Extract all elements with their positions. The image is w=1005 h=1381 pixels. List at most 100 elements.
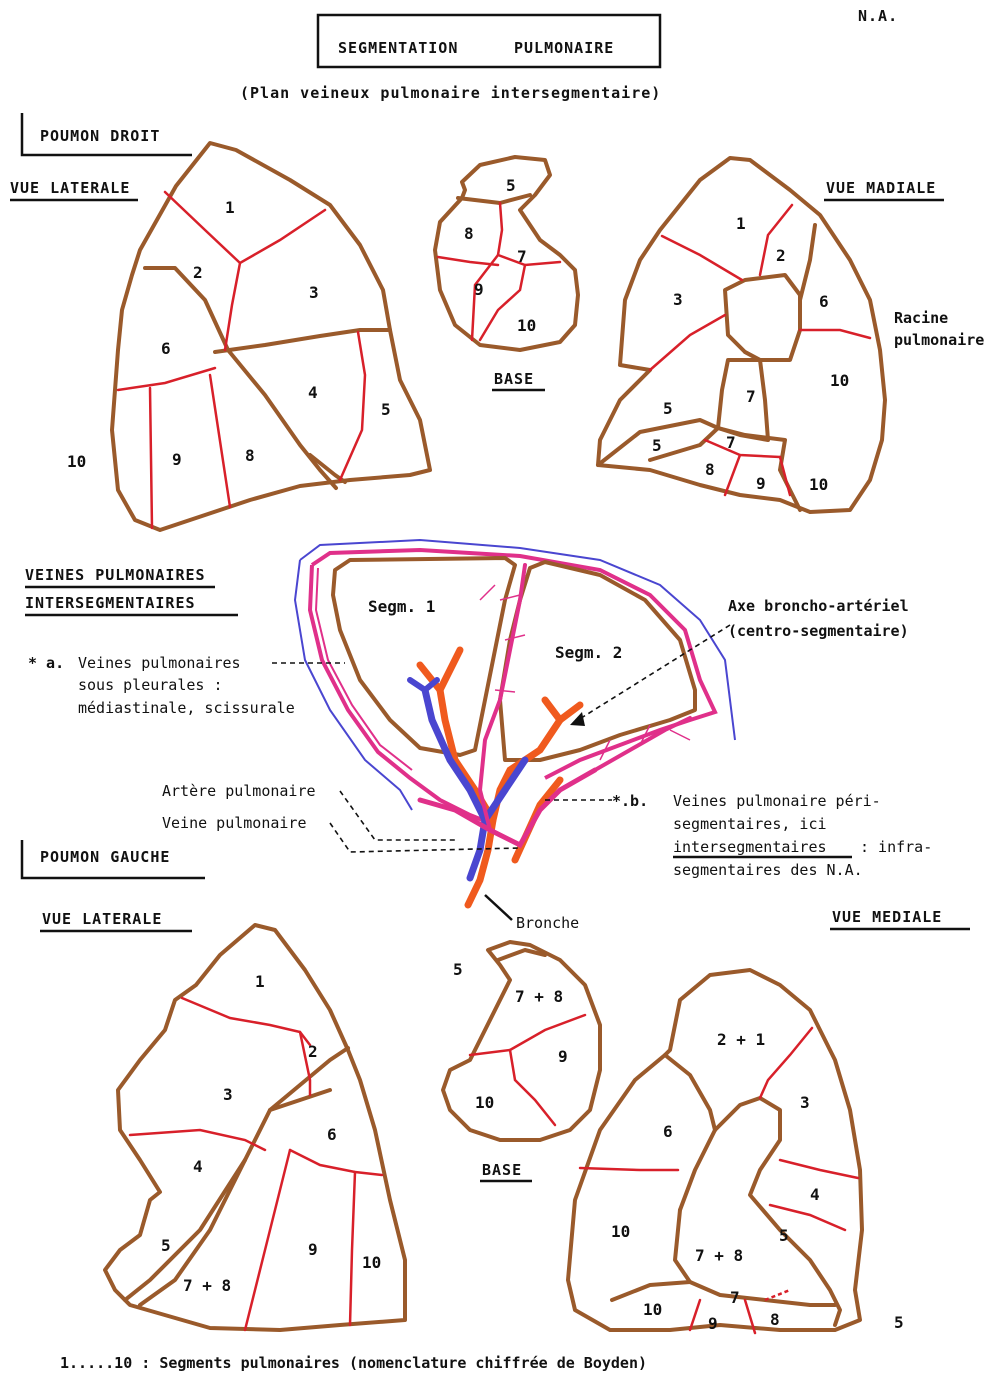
vein-diagram: VEINES PULMONAIRES INTERSEGMENTAIRES Se <box>25 540 932 932</box>
right-base-label: BASE <box>494 370 534 388</box>
note-b-line-2: segmentaires, ici <box>673 815 827 833</box>
right-lateral-view: VUE LATERALE 1 2 3 4 5 6 8 9 10 <box>10 143 430 530</box>
artery-label: Artère pulmonaire <box>162 782 316 800</box>
root-label-2: pulmonaire <box>894 331 984 349</box>
rl-seg-5: 5 <box>381 400 391 419</box>
root-label-1: Racine <box>894 309 948 327</box>
lm-seg-4: 4 <box>810 1185 820 1204</box>
rm-seg-10b: 10 <box>809 475 828 494</box>
rl-seg-8: 8 <box>245 446 255 465</box>
corner-mark: N.A. <box>858 7 898 25</box>
rb-seg-5: 5 <box>506 176 516 195</box>
rm-seg-7b: 7 <box>726 433 736 452</box>
rl-seg-2: 2 <box>193 263 203 282</box>
lm-seg-5-outer: 5 <box>894 1313 904 1332</box>
seg1-label: Segm. 1 <box>368 597 435 616</box>
lb-seg-10: 10 <box>475 1093 494 1112</box>
ll-seg-5: 5 <box>161 1236 171 1255</box>
ll-seg-2: 2 <box>308 1042 318 1061</box>
rb-seg-7: 7 <box>517 247 527 266</box>
lb-seg-9: 9 <box>558 1047 568 1066</box>
rm-seg-3: 3 <box>673 290 683 309</box>
ll-seg-1: 1 <box>255 972 265 991</box>
note-a-line-2: sous pleurales : <box>78 676 223 694</box>
lm-seg-9: 9 <box>708 1314 718 1333</box>
ll-seg-6: 6 <box>327 1125 337 1144</box>
lm-seg-7: 7 <box>730 1288 740 1307</box>
right-lung-title: POUMON DROIT <box>40 127 160 145</box>
lb-seg-78: 7 + 8 <box>515 987 563 1006</box>
axis-label-2: (centro-segmentaire) <box>728 622 909 640</box>
ll-seg-4: 4 <box>193 1157 203 1176</box>
veins-heading-2: INTERSEGMENTAIRES <box>25 594 196 612</box>
rm-seg-2: 2 <box>776 246 786 265</box>
left-medial-label: VUE MEDIALE <box>832 908 942 926</box>
right-medial-view: VUE MADIALE 1 2 3 5 5 6 7 7 8 9 10 10 Ra… <box>598 158 984 512</box>
note-a-line-3: médiastinale, scissurale <box>78 699 295 717</box>
footer-legend: 1.....10 : Segments pulmonaires (nomencl… <box>60 1354 647 1372</box>
rm-seg-5a: 5 <box>663 399 673 418</box>
rm-seg-8: 8 <box>705 460 715 479</box>
left-medial-view: VUE MEDIALE 2 + 1 3 4 5 6 7 + 8 7 8 9 10… <box>568 908 970 1333</box>
right-base-view: 5 7 8 9 10 BASE <box>435 157 578 390</box>
lm-seg-3: 3 <box>800 1093 810 1112</box>
lm-seg-10a: 10 <box>611 1222 630 1241</box>
rl-seg-1: 1 <box>225 198 235 217</box>
lm-seg-21: 2 + 1 <box>717 1030 765 1049</box>
rl-seg-10: 10 <box>67 452 86 471</box>
title-right: PULMONAIRE <box>514 39 614 57</box>
note-b-line-4: segmentaires des N.A. <box>673 861 863 879</box>
subtitle: (Plan veineux pulmonaire intersegmentair… <box>240 84 661 102</box>
note-a-marker: * a. <box>28 654 64 672</box>
left-base-outline <box>443 942 600 1140</box>
rm-seg-6: 6 <box>819 292 829 311</box>
note-b-line-3b: : infra- <box>860 838 932 856</box>
rm-seg-9: 9 <box>756 474 766 493</box>
veins-heading-1: VEINES PULMONAIRES <box>25 566 206 584</box>
rl-seg-3: 3 <box>309 283 319 302</box>
right-lateral-outline <box>112 143 430 530</box>
ll-seg-10: 10 <box>362 1253 381 1272</box>
rl-seg-9: 9 <box>172 450 182 469</box>
lm-seg-8: 8 <box>770 1310 780 1329</box>
left-lung-heading: POUMON GAUCHE <box>22 840 205 878</box>
left-medial-outline <box>568 970 862 1330</box>
ll-seg-9: 9 <box>308 1240 318 1259</box>
rb-seg-9: 9 <box>474 280 484 299</box>
rm-seg-5b: 5 <box>652 436 662 455</box>
left-lateral-label: VUE LATERALE <box>42 910 162 928</box>
rl-seg-4: 4 <box>308 383 318 402</box>
bronchus-label: Bronche <box>516 914 579 932</box>
note-a-line-1: Veines pulmonaires <box>78 654 241 672</box>
left-lateral-view: VUE LATERALE 1 2 3 4 5 6 7 + 8 9 10 <box>40 910 405 1330</box>
note-b-line-1: Veines pulmonaire péri- <box>673 792 881 810</box>
left-base-label: BASE <box>482 1161 522 1179</box>
axis-label-1: Axe broncho-artériel <box>728 597 909 615</box>
lm-seg-6: 6 <box>663 1122 673 1141</box>
ll-seg-78: 7 + 8 <box>183 1276 231 1295</box>
note-b-marker: *.b. <box>612 792 648 810</box>
rb-seg-8: 8 <box>464 224 474 243</box>
vein-label: Veine pulmonaire <box>162 814 307 832</box>
right-medial-label: VUE MADIALE <box>826 179 936 197</box>
rl-seg-6: 6 <box>161 339 171 358</box>
right-medial-outline <box>598 158 885 512</box>
lb-seg-5: 5 <box>453 960 463 979</box>
ll-seg-3: 3 <box>223 1085 233 1104</box>
rb-seg-10: 10 <box>517 316 536 335</box>
left-lung-title: POUMON GAUCHE <box>40 848 170 866</box>
rm-seg-7a: 7 <box>746 387 756 406</box>
title-left: SEGMENTATION <box>338 39 458 57</box>
lm-seg-78: 7 + 8 <box>695 1246 743 1265</box>
rm-seg-1: 1 <box>736 214 746 233</box>
rm-seg-10a: 10 <box>830 371 849 390</box>
note-b-line-3a: intersegmentaires <box>673 838 827 856</box>
lm-seg-5: 5 <box>779 1226 789 1245</box>
left-base-view: 5 7 + 8 9 10 BASE <box>443 942 600 1181</box>
title-box: SEGMENTATION PULMONAIRE <box>318 15 660 67</box>
right-lateral-label: VUE LATERALE <box>10 179 130 197</box>
right-lung-heading: POUMON DROIT <box>22 113 192 155</box>
seg2-label: Segm. 2 <box>555 643 622 662</box>
lm-seg-10b: 10 <box>643 1300 662 1319</box>
